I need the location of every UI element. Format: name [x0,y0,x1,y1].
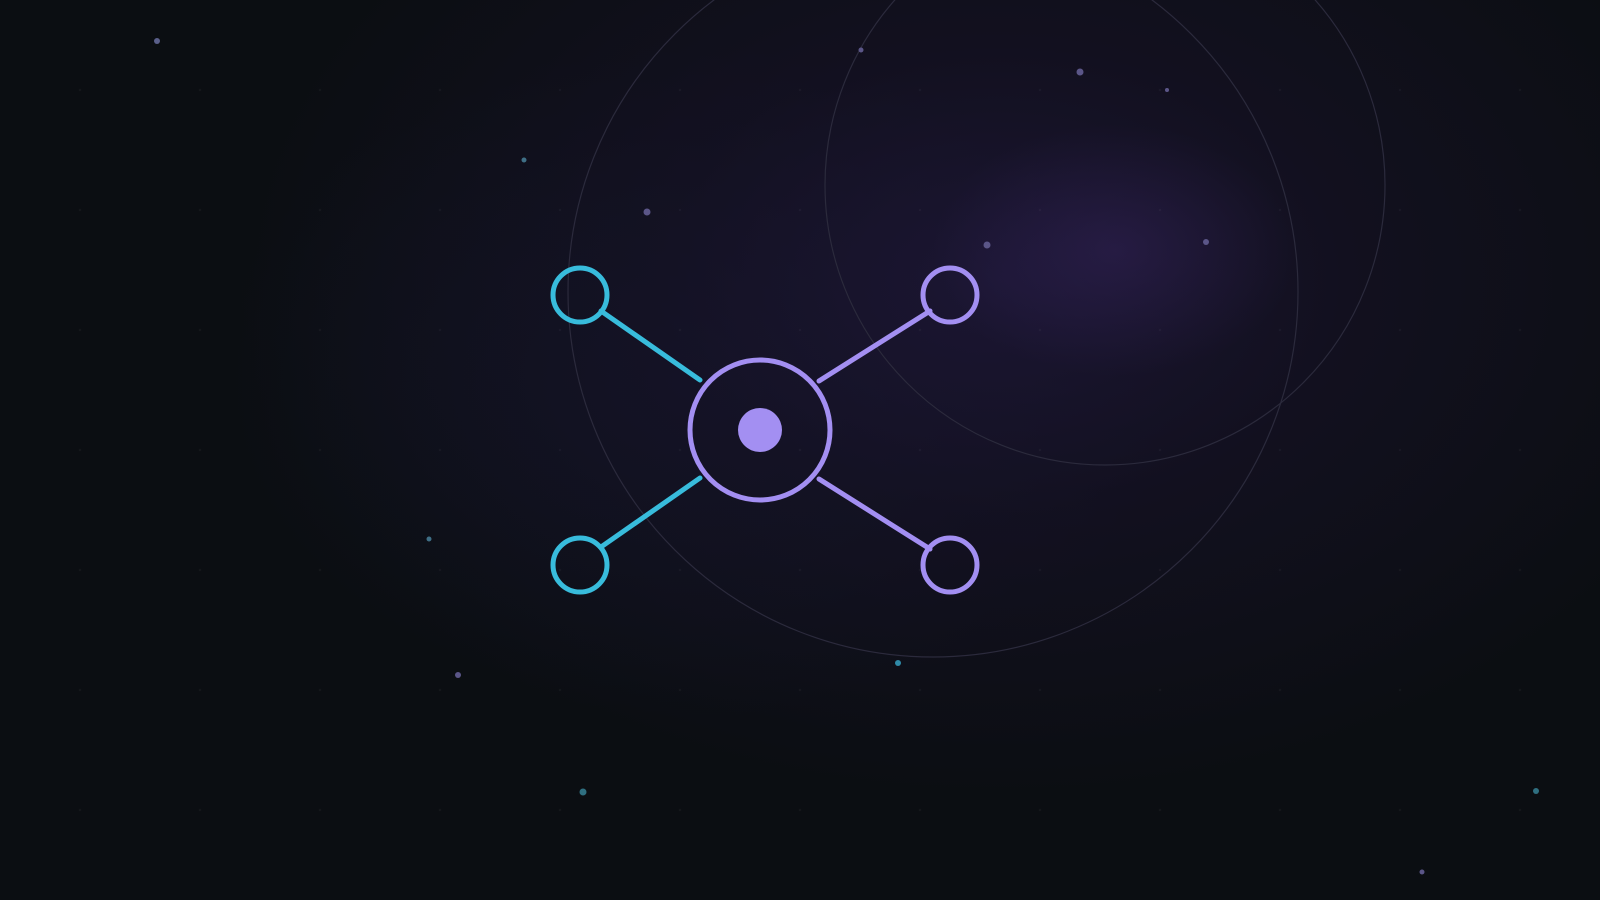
star-particles [154,38,1539,875]
satellite-bottom-right [920,535,980,595]
star [1203,239,1209,245]
star [521,157,527,163]
star [1165,88,1169,92]
star [858,47,864,53]
network-hub-icon [550,265,980,595]
orbit-ring-large [567,0,1299,658]
connector-top-left [598,308,703,383]
star [895,660,901,666]
hub-ring [687,357,833,503]
orbit-ring-small [824,0,1386,466]
connector-top-right [816,308,933,384]
connector-bottom-right [816,476,933,552]
star [455,672,461,678]
star [579,788,587,796]
satellite-bottom-left [550,535,610,595]
hub-core [738,408,782,452]
star [643,208,651,216]
star [426,536,432,542]
connector-bottom-left [598,475,703,550]
star [1076,68,1084,76]
orbit-rings [567,0,1386,658]
satellite-top-left [550,265,610,325]
star [1419,869,1425,875]
star [983,241,991,249]
star [1533,788,1539,794]
satellite-top-right [920,265,980,325]
star [154,38,160,44]
